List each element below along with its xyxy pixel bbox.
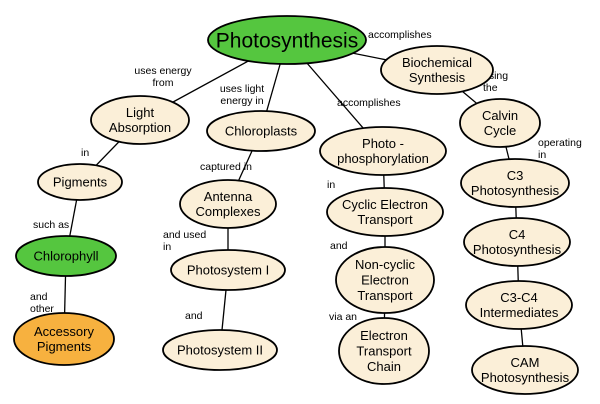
label-in-cyclic: in <box>327 179 335 191</box>
label-captured-in: captured in <box>200 161 252 173</box>
node-shape-calvin-cycle <box>459 98 541 148</box>
node-shape-c3-photosynthesis <box>460 158 570 208</box>
node-label-photophosphorylation: Photo -phosphorylation <box>337 136 429 166</box>
node-label-photosystem-1: Photosystem I <box>187 263 269 278</box>
node-shape-accessory-pigments <box>13 312 115 366</box>
node-shape-antenna-complexes <box>179 179 277 229</box>
node-shape-electron-transport-chain <box>338 317 430 385</box>
node-shape-pigments <box>37 163 123 201</box>
node-photosynthesis: Photosynthesis <box>207 15 367 65</box>
node-shape-c3c4-intermediates <box>465 280 573 330</box>
node-shape-cyclic-electron-transport <box>326 187 444 237</box>
node-label-photosystem-2: Photosystem II <box>177 343 263 358</box>
node-shape-photosystem-1 <box>170 249 286 291</box>
node-shape-photosystem-2 <box>162 329 278 371</box>
label-in-pigments: in <box>81 147 89 159</box>
node-label-pigments: Pigments <box>53 175 108 190</box>
label-and-ps2: and <box>185 310 203 322</box>
node-label-chlorophyll: Chlorophyll <box>33 249 98 264</box>
node-label-photosynthesis: Photosynthesis <box>216 29 358 52</box>
label-via-an: via an <box>329 311 357 323</box>
node-pigments: Pigments <box>37 163 123 201</box>
label-and-noncyclic: and <box>330 240 348 252</box>
node-shape-chloroplasts <box>206 110 316 152</box>
node-shape-noncyclic-electron-transport <box>335 246 435 314</box>
label-accomplishes-biochem: accomplishes <box>368 29 432 41</box>
node-photophosphorylation: Photo -phosphorylation <box>319 126 447 176</box>
node-shape-photophosphorylation <box>319 126 447 176</box>
label-accomplishes-photo: accomplishes <box>337 97 401 109</box>
label-such-as: such as <box>33 219 69 231</box>
node-shape-photosynthesis <box>207 15 367 65</box>
node-photosystem-2: Photosystem II <box>162 329 278 371</box>
node-shape-c4-photosynthesis <box>463 217 571 267</box>
node-chloroplasts: Chloroplasts <box>206 110 316 152</box>
node-shape-cam-photosynthesis <box>471 345 579 395</box>
node-shape-chlorophyll <box>15 235 117 277</box>
node-shape-light-absorption <box>90 95 190 145</box>
node-photosystem-1: Photosystem I <box>170 249 286 291</box>
node-chlorophyll: Chlorophyll <box>15 235 117 277</box>
node-shape-biochemical-synthesis <box>380 45 494 95</box>
node-label-chloroplasts: Chloroplasts <box>225 124 298 139</box>
